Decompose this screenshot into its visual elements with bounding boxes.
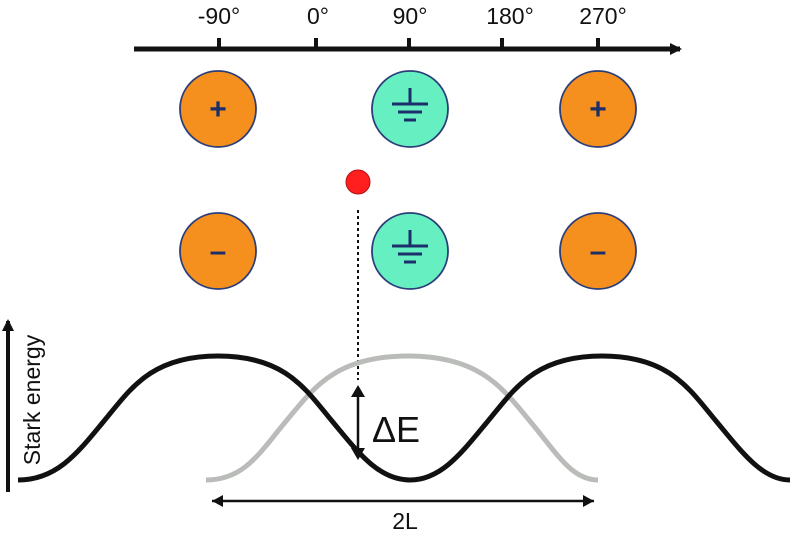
molecule-dot	[345, 169, 371, 195]
tick-label-180: 180°	[486, 3, 534, 29]
arrow-left-icon	[212, 495, 223, 507]
stark-energy-label: Stark energy	[19, 334, 45, 465]
arrow-down-icon	[351, 448, 365, 460]
arrow-up-icon	[351, 385, 365, 397]
positive-sign: +	[209, 93, 227, 126]
ground-icon	[392, 230, 428, 264]
tick-label-90: 90°	[393, 3, 428, 29]
electrode-circle	[559, 70, 637, 148]
electrode-negative-right: –	[559, 212, 637, 290]
electrode-circle	[371, 212, 449, 290]
electrode-ground-top	[371, 70, 449, 148]
period-span-label: 2L	[392, 508, 418, 534]
ground-icon	[392, 88, 428, 122]
electrode-circle	[559, 212, 637, 290]
electrode-ground-bottom	[371, 212, 449, 290]
electrode-array: + + –	[179, 70, 637, 290]
electrode-circle	[179, 212, 257, 290]
delta-e-annotation: ΔE	[351, 385, 420, 460]
arrow-right-icon	[583, 495, 594, 507]
stark-energy-curve	[17, 353, 790, 483]
electrode-circle	[371, 70, 449, 148]
energy-curves	[17, 353, 790, 483]
electrode-circle	[179, 70, 257, 148]
negative-sign: –	[210, 235, 227, 268]
phase-axis: -90° 0° 90° 180° 270°	[134, 3, 682, 55]
delta-e-label: ΔE	[372, 409, 420, 450]
shifted-energy-curve	[205, 353, 599, 483]
period-span: 2L	[212, 495, 594, 534]
tick-label-0: 0°	[307, 3, 329, 29]
positive-sign: +	[589, 93, 607, 126]
stark-energy-axis: Stark energy	[1, 319, 45, 492]
molecule-marker	[345, 169, 371, 380]
tick-label-270: 270°	[579, 3, 627, 29]
electrode-positive-right: +	[559, 70, 637, 148]
electrode-negative-left: –	[179, 212, 257, 290]
negative-sign: –	[590, 235, 607, 268]
tick-label-minus-90: -90°	[198, 3, 240, 29]
electrode-positive-left: +	[179, 70, 257, 148]
